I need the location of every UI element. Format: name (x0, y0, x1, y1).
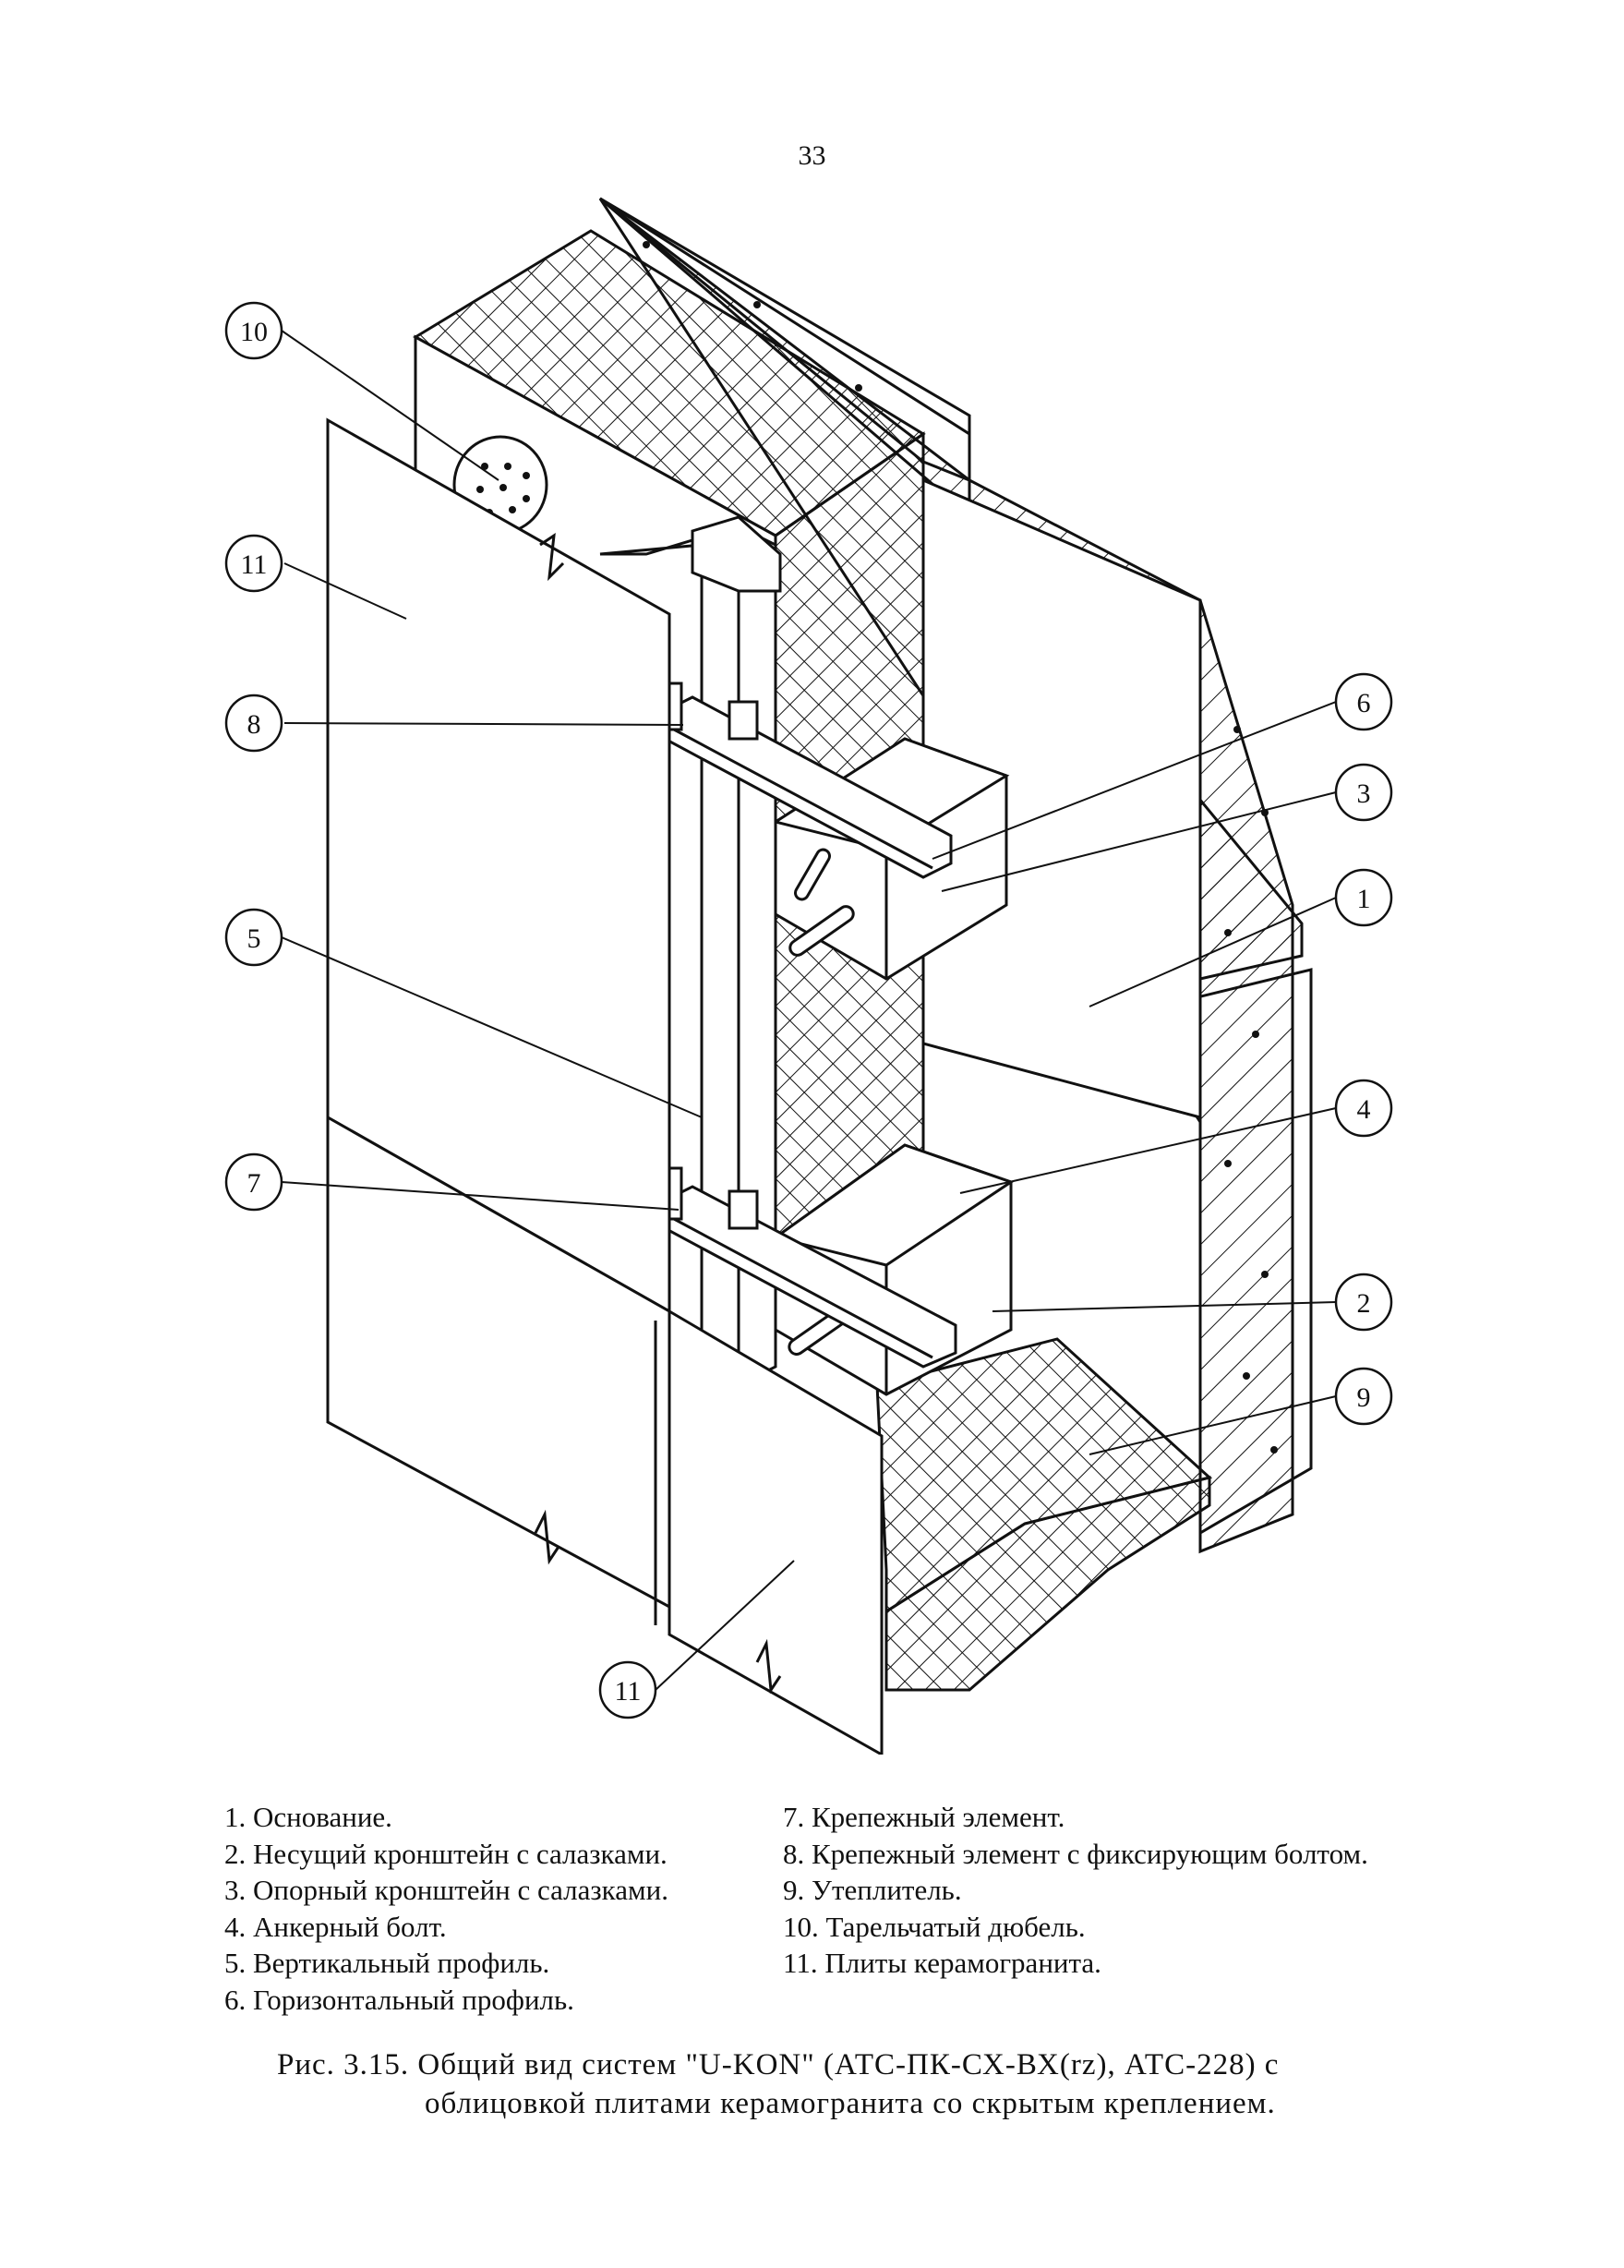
legend-column-left: 1. Основание. 2. Несущий кронштейн с сал… (224, 1799, 778, 2018)
legend-item: 7. Крепежный элемент. (783, 1801, 1065, 1833)
leader-lines (281, 330, 1337, 1691)
horizontal-profiles (663, 682, 957, 1369)
callout-4 (1334, 1079, 1393, 1138)
callouts (224, 301, 1393, 1719)
legend-item: 4. Анкерный болт. (224, 1910, 447, 1943)
caption-line-1: Рис. 3.15. Общий вид систем "U-KON" (АТС… (277, 2048, 1280, 2081)
callout-label: 7 (247, 1168, 261, 1199)
ceramic-panels (326, 417, 884, 1755)
facade-system-drawing: 10 11 8 5 7 6 3 1 4 2 9 11 (224, 197, 1393, 1755)
callout-label: 1 (1357, 884, 1371, 914)
legend-column-right: 7. Крепежный элемент. 8. Крепежный элеме… (783, 1799, 1485, 1982)
callout-6 (1334, 672, 1393, 731)
legend-item: 6. Горизонтальный профиль. (224, 1983, 574, 2016)
callout-5 (224, 908, 283, 967)
callout-label: 9 (1357, 1382, 1371, 1413)
callout-labels: 10 11 8 5 7 6 3 1 4 2 9 11 (240, 317, 1371, 1707)
figure-caption: Рис. 3.15. Общий вид систем "U-KON" (АТС… (277, 2045, 1431, 2123)
page-number: 33 (798, 140, 826, 171)
callout-label: 11 (241, 549, 268, 580)
callout-10 (224, 301, 283, 360)
callout-label: 10 (240, 317, 268, 347)
callout-3 (1334, 763, 1393, 822)
legend-item: 8. Крепежный элемент с фиксирующим болто… (783, 1837, 1368, 1870)
callout-label: 11 (615, 1676, 642, 1707)
legend-item: 9. Утеплитель. (783, 1874, 962, 1906)
callout-11-bottom (598, 1660, 657, 1719)
legend-item: 11. Плиты керамогранита. (783, 1947, 1101, 1979)
callout-label: 3 (1357, 778, 1371, 809)
callout-label: 5 (247, 923, 261, 954)
callout-label: 2 (1357, 1288, 1371, 1319)
legend-item: 10. Тарельчатый дюбель. (783, 1910, 1086, 1943)
callout-label: 4 (1357, 1094, 1371, 1125)
legend-item: 2. Несущий кронштейн с салазками. (224, 1837, 668, 1870)
callout-label: 8 (247, 709, 261, 740)
callout-1 (1334, 868, 1393, 927)
base-wall (598, 197, 1313, 1554)
callout-label: 6 (1357, 688, 1371, 718)
caption-line-2: облицовкой плитами керамогранита со скры… (425, 2087, 1276, 2120)
callout-8 (224, 694, 283, 753)
callout-7 (224, 1152, 283, 1212)
legend-item: 1. Основание. (224, 1801, 392, 1833)
callout-9 (1334, 1367, 1393, 1426)
callout-11-top (224, 534, 283, 593)
callout-2 (1334, 1273, 1393, 1332)
legend-item: 3. Опорный кронштейн с салазками. (224, 1874, 668, 1906)
legend-item: 5. Вертикальный профиль. (224, 1947, 550, 1979)
